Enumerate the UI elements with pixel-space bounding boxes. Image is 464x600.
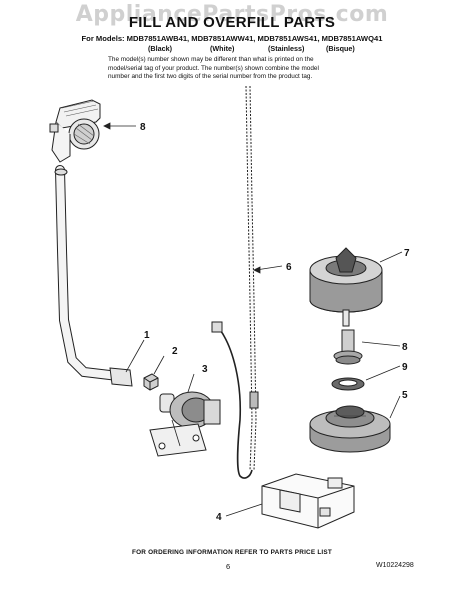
leader-line [379,251,403,263]
document-number: W10224298 [376,562,414,569]
leader-arrow [103,122,111,130]
callout-6: 6 [286,262,292,273]
vent-fitting-part [49,99,101,163]
fill-hose-part [54,165,133,387]
leader-line [389,395,401,419]
watermark: AppliancePartsPros.com [75,2,389,27]
leader-lines [103,122,403,517]
leader-line [365,365,401,381]
finish-stainless: (Stainless) [268,44,305,53]
callout-8-right: 8 [402,342,408,353]
nut-part [143,373,159,391]
leader-arrow [253,266,261,274]
leader-line [225,503,263,517]
wire-harness-part [211,85,259,479]
float-stem-part [333,329,363,365]
callout-7: 7 [404,248,410,259]
leader-line [125,339,145,373]
fill-valve-part [149,391,221,457]
page-number: 6 [226,562,231,571]
finish-black: (Black) [148,44,172,53]
models-line: For Models: MDB7851AWB41, MDB7851AWW41, … [81,34,383,43]
notice-line: The model(s) number shown may be differe… [108,56,314,63]
callout-1: 1 [144,330,150,341]
notice-line: number and the first two digits of the s… [108,73,313,81]
page-title: FILL AND OVERFILL PARTS [128,14,336,31]
leader-line [153,355,165,375]
ordering-info: FOR ORDERING INFORMATION REFER TO PARTS … [132,549,332,556]
float-housing-part [309,405,391,453]
callout-9: 9 [402,362,408,373]
bracket-part [261,473,355,529]
float-part [309,247,383,327]
callout-4: 4 [216,512,222,523]
callout-8-top: 8 [140,122,146,133]
leader-line [361,341,401,347]
leader-line [187,373,195,393]
finish-white: (White) [210,44,235,53]
callout-3: 3 [202,364,208,375]
model-notice: The model(s) number shown may be differe… [108,56,370,82]
callout-2: 2 [172,346,178,357]
finish-bisque: (Bisque) [326,44,355,53]
notice-line: model/serial tag of your product. The nu… [108,64,319,72]
callout-5: 5 [402,390,408,401]
seal-part [331,377,365,391]
